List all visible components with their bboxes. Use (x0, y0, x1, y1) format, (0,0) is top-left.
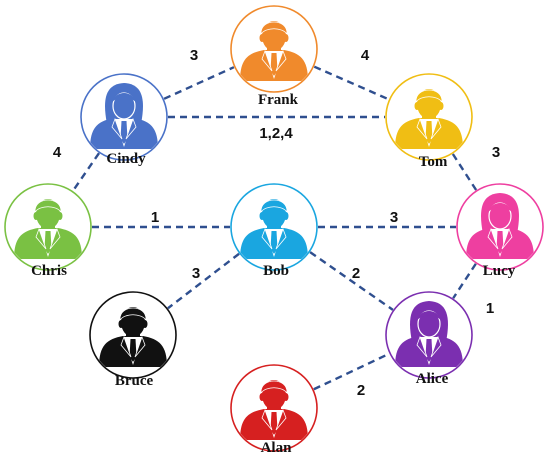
lapel-shape (416, 117, 428, 140)
ear-shape (33, 212, 39, 220)
edge-label-lucy-alice: 1 (486, 300, 494, 317)
node-name-alice: Alice (416, 371, 449, 387)
node-name-frank: Frank (258, 92, 299, 108)
node-name-chris: Chris (31, 263, 67, 279)
ear-shape (57, 212, 63, 220)
edge-cindy-chris (72, 152, 100, 192)
bangs-shape (488, 203, 512, 212)
lapel-shape (49, 227, 61, 250)
edge-frank-tom (313, 65, 390, 101)
edge-alan-alice (313, 352, 390, 391)
edge-labels-layer: 3 4 1,2,4 4 3 1 3 3 2 1 2 (53, 47, 500, 399)
node-name-lucy: Lucy (483, 263, 516, 279)
edge-label-cindy-frank: 3 (190, 47, 198, 64)
hair-shape (415, 89, 443, 104)
lapel-shape (120, 335, 132, 358)
tie-shape (120, 121, 128, 144)
hair-shape (34, 199, 62, 214)
node-alan: Alan (230, 364, 318, 456)
lapel-shape (125, 117, 137, 140)
ear-shape (259, 212, 265, 220)
ear-shape (118, 320, 124, 328)
ear-shape (438, 102, 444, 110)
person-icon (395, 89, 463, 149)
tie-shape (425, 121, 433, 144)
person-icon (466, 193, 534, 259)
person-icon (90, 83, 158, 149)
person-icon (395, 301, 463, 367)
bangs-shape (112, 93, 136, 102)
person-icon (240, 199, 308, 259)
node-bob: Bob (230, 183, 318, 279)
node-cindy: Cindy (80, 73, 168, 167)
lapel-shape (134, 335, 146, 358)
edge-tom-lucy (451, 153, 478, 191)
lapel-shape (430, 117, 442, 140)
person-icon (240, 380, 308, 440)
edge-label-chris-bob: 1 (151, 209, 159, 226)
tie-shape (129, 339, 137, 362)
lapel-shape (501, 227, 513, 250)
hair-shape (119, 307, 147, 322)
node-name-bruce: Bruce (115, 373, 154, 389)
node-alice: Alice (385, 291, 473, 387)
edge-label-tom-lucy: 3 (492, 144, 500, 161)
ear-shape (259, 393, 265, 401)
edge-lucy-alice (452, 263, 477, 299)
ear-shape (259, 34, 265, 42)
tie-shape (270, 231, 278, 254)
node-bruce: Bruce (89, 291, 177, 389)
edge-label-bob-bruce: 3 (192, 265, 200, 282)
node-name-cindy: Cindy (106, 151, 146, 167)
node-frank: Frank (230, 5, 318, 108)
lapel-shape (261, 408, 273, 431)
edge-bob-bruce (167, 252, 240, 310)
edge-label-alan-alice: 2 (357, 382, 365, 399)
ear-shape (142, 320, 148, 328)
ear-shape (283, 393, 289, 401)
person-icon (240, 21, 308, 81)
edge-label-cindy-tom: 1,2,4 (259, 125, 293, 142)
edges-layer (72, 65, 478, 391)
person-icon (99, 307, 167, 367)
tie-shape (44, 231, 52, 254)
edge-label-frank-tom: 4 (361, 47, 370, 64)
ear-shape (283, 34, 289, 42)
ear-shape (283, 212, 289, 220)
hair-shape (260, 380, 288, 395)
lapel-shape (35, 227, 47, 250)
node-name-alan: Alan (261, 440, 293, 456)
lapel-shape (275, 227, 287, 250)
tie-shape (425, 339, 433, 362)
hair-shape (260, 21, 288, 36)
edge-label-bob-alice: 2 (352, 265, 360, 282)
edge-bob-alice (309, 251, 394, 311)
lapel-shape (275, 49, 287, 72)
node-chris: Chris (4, 183, 92, 279)
tie-shape (270, 53, 278, 76)
node-name-tom: Tom (419, 154, 448, 170)
edge-cindy-frank (163, 66, 235, 100)
lapel-shape (261, 227, 273, 250)
edge-label-bob-lucy: 3 (390, 209, 398, 226)
edge-label-cindy-chris: 4 (53, 144, 62, 161)
tie-shape (496, 231, 504, 254)
lapel-shape (487, 227, 499, 250)
node-name-bob: Bob (263, 263, 289, 279)
node-tom: Tom (385, 73, 473, 170)
hair-shape (260, 199, 288, 214)
person-icon (14, 199, 82, 259)
lapel-shape (416, 335, 428, 358)
lapel-shape (275, 408, 287, 431)
lapel-shape (430, 335, 442, 358)
tie-shape (270, 412, 278, 435)
node-lucy: Lucy (456, 183, 544, 279)
lapel-shape (111, 117, 123, 140)
ear-shape (414, 102, 420, 110)
lapel-shape (261, 49, 273, 72)
bangs-shape (417, 311, 441, 320)
